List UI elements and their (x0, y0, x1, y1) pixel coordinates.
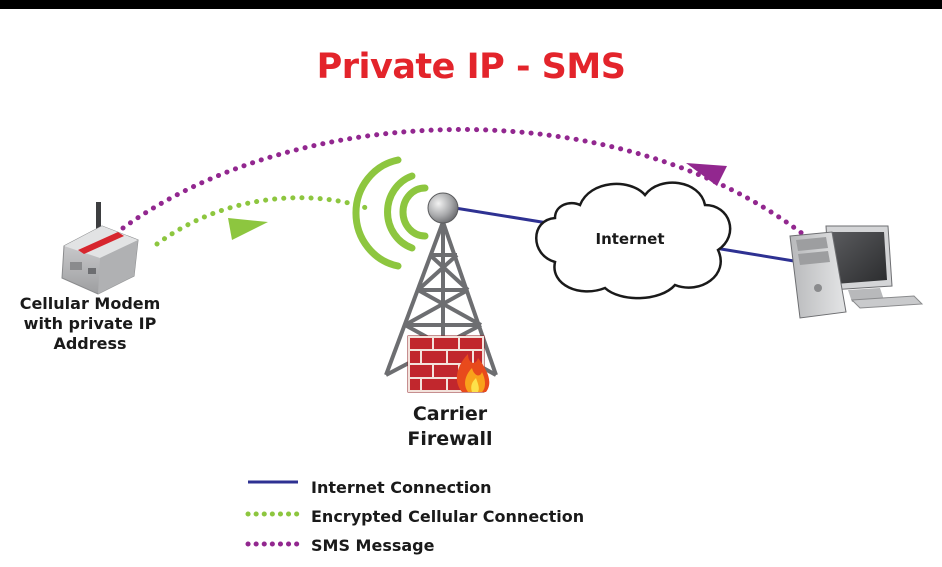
legend-label: Internet Connection (311, 478, 492, 497)
modem-label-line: Cellular Modem (19, 294, 161, 313)
legend-item-internet: Internet Connection (246, 473, 584, 502)
diagram-title: Private IP - SMS (316, 47, 626, 87)
internet-cloud-label: Internet (595, 230, 665, 248)
modem-label: Cellular Modem with private IP Address (10, 294, 170, 354)
firewall-icon (407, 335, 490, 393)
firewall-label-line: Firewall (407, 427, 493, 450)
signal-waves-icon (352, 156, 429, 270)
encrypted-arrowhead (228, 218, 268, 240)
legend: Internet Connection Encrypted Cellular C… (246, 473, 584, 560)
firewall-label: Carrier Firewall (395, 402, 505, 451)
legend-swatch-spacer (246, 484, 298, 492)
cellular-modem-icon (61, 202, 139, 295)
legend-swatches (245, 480, 301, 547)
legend-swatch-spacer (246, 513, 298, 521)
legend-item-encrypted: Encrypted Cellular Connection (246, 502, 584, 531)
flame-icon (456, 354, 490, 392)
legend-item-sms: SMS Message (246, 531, 584, 560)
legend-label: Encrypted Cellular Connection (311, 507, 585, 526)
sms-message-path (120, 127, 811, 241)
legend-label: SMS Message (311, 536, 435, 555)
encrypted-connection-path (154, 195, 375, 247)
top-border-bar (0, 0, 942, 9)
modem-label-line: with private IP (23, 314, 157, 333)
legend-swatch-spacer (246, 542, 298, 550)
internet-cloud-icon (535, 181, 732, 300)
sms-arrowhead (686, 163, 727, 186)
desktop-computer-icon (789, 225, 924, 319)
firewall-label-line: Carrier (412, 403, 488, 425)
modem-label-line: Address (53, 334, 127, 353)
